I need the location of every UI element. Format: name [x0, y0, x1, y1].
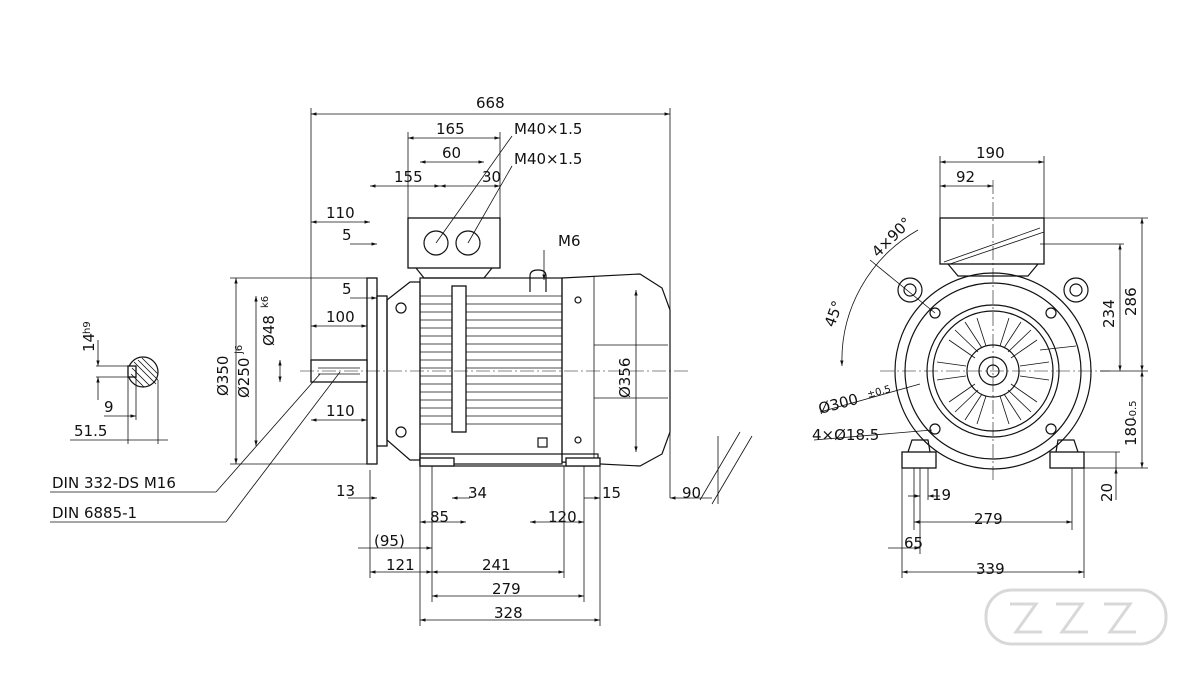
dim-90: 90 [682, 484, 701, 502]
dim-overall-width: 339 [976, 560, 1005, 578]
dim-shaft-tol: k6 [260, 296, 271, 308]
callout-key: DIN 6885-1 [52, 504, 137, 522]
fan-grille [936, 317, 1050, 425]
dim-box-position: 155 [394, 168, 423, 186]
side-view-dimensions [50, 108, 712, 626]
dim-height-234: 234 [1100, 299, 1118, 328]
shaft-section: 14 h9 9 51.5 [70, 321, 168, 444]
logo-watermark-icon [984, 588, 1168, 646]
dim-height-286: 286 [1122, 287, 1140, 316]
gland-thread-2: M40×1.5 [514, 150, 582, 168]
dim-85: 85 [430, 508, 449, 526]
dim-end-box-width: 190 [976, 144, 1005, 162]
lifting-rib [451, 285, 467, 433]
dim-key-width: 14 [80, 333, 98, 352]
dim-279-side: 279 [492, 580, 521, 598]
dim-pcd: Ø300 [816, 390, 860, 418]
cable-gland-2 [455, 230, 481, 256]
end-view: 190 92 4×90° 45° Ø300 ±0.5 4×Ø18.5 234 2… [812, 144, 1148, 578]
dim-spigot-depth: 5 [342, 280, 352, 298]
gland-thread-1: M40×1.5 [514, 120, 582, 138]
dim-spigot-diameter: Ø250 [235, 358, 253, 398]
dim-shaft-height-tol: -0.5 [1128, 400, 1139, 420]
dim-key-length: 100 [326, 308, 355, 326]
earth-terminal [537, 437, 548, 448]
dim-holes: 4×Ø18.5 [812, 426, 879, 444]
lifting-eye [529, 269, 547, 292]
dim-key-tol: h9 [82, 321, 93, 334]
dim-foot-spacing: 279 [974, 510, 1003, 528]
earth-thread: M6 [558, 232, 581, 250]
dim-angle: 45° [821, 298, 847, 329]
dim-flange-thickness: 5 [342, 226, 352, 244]
dim-shaft-diameter: Ø48 [260, 315, 278, 346]
dim-121: 121 [386, 556, 415, 574]
dim-foot-width: 65 [904, 534, 923, 552]
dim-foot-height: 20 [1098, 483, 1116, 502]
dim-95: (95) [374, 532, 405, 550]
cooling-fins [420, 295, 562, 425]
flange-hole-1 [929, 307, 941, 319]
dim-shaft-section-height: 51.5 [74, 422, 107, 440]
dim-end-box-offset: 92 [956, 168, 975, 186]
dim-key-depth: 9 [104, 398, 114, 416]
dim-flange-diameter: Ø350 [214, 356, 232, 396]
lifting-eye-right [1063, 277, 1089, 303]
bolt-top [395, 302, 407, 314]
lifting-eye-left [897, 277, 923, 303]
dim-box-width: 165 [436, 120, 465, 138]
dim-overall-length: 668 [476, 94, 505, 112]
dim-13: 13 [336, 482, 355, 500]
flange-hole-3 [929, 423, 941, 435]
dim-15: 15 [602, 484, 621, 502]
bolt-bottom [395, 426, 407, 438]
dim-rotation: 4×90° [868, 214, 915, 261]
dim-34: 34 [468, 484, 487, 502]
dim-328: 328 [494, 604, 523, 622]
cable-gland-1 [423, 230, 449, 256]
dim-shaft-length: 110 [326, 402, 355, 420]
dim-body-diameter: Ø356 [616, 358, 634, 398]
dim-gland-spacing: 60 [442, 144, 461, 162]
callout-centre-hole: DIN 332-DS M16 [52, 474, 176, 492]
terminal-box [407, 217, 501, 269]
foot-right [1049, 451, 1085, 469]
end-view-terminal-box [939, 217, 1045, 265]
side-view [300, 217, 753, 505]
dim-flange-to-shaft: 110 [326, 204, 355, 222]
dim-pcd-tol: ±0.5 [866, 384, 892, 401]
flange-hole-4 [1045, 423, 1057, 435]
flange-hole-2 [1045, 307, 1057, 319]
dim-120: 120 [548, 508, 577, 526]
dim-foot-hole: 19 [932, 486, 951, 504]
dim-spigot-tol: j6 [234, 345, 245, 355]
side-view-labels: 668 165 M40×1.5 60 M40×1.5 155 30 110 5 … [52, 94, 701, 622]
foot-left [901, 451, 937, 469]
dim-gland-offset: 30 [482, 168, 501, 186]
dim-shaft-height: 180 [1122, 417, 1140, 446]
dim-241: 241 [482, 556, 511, 574]
